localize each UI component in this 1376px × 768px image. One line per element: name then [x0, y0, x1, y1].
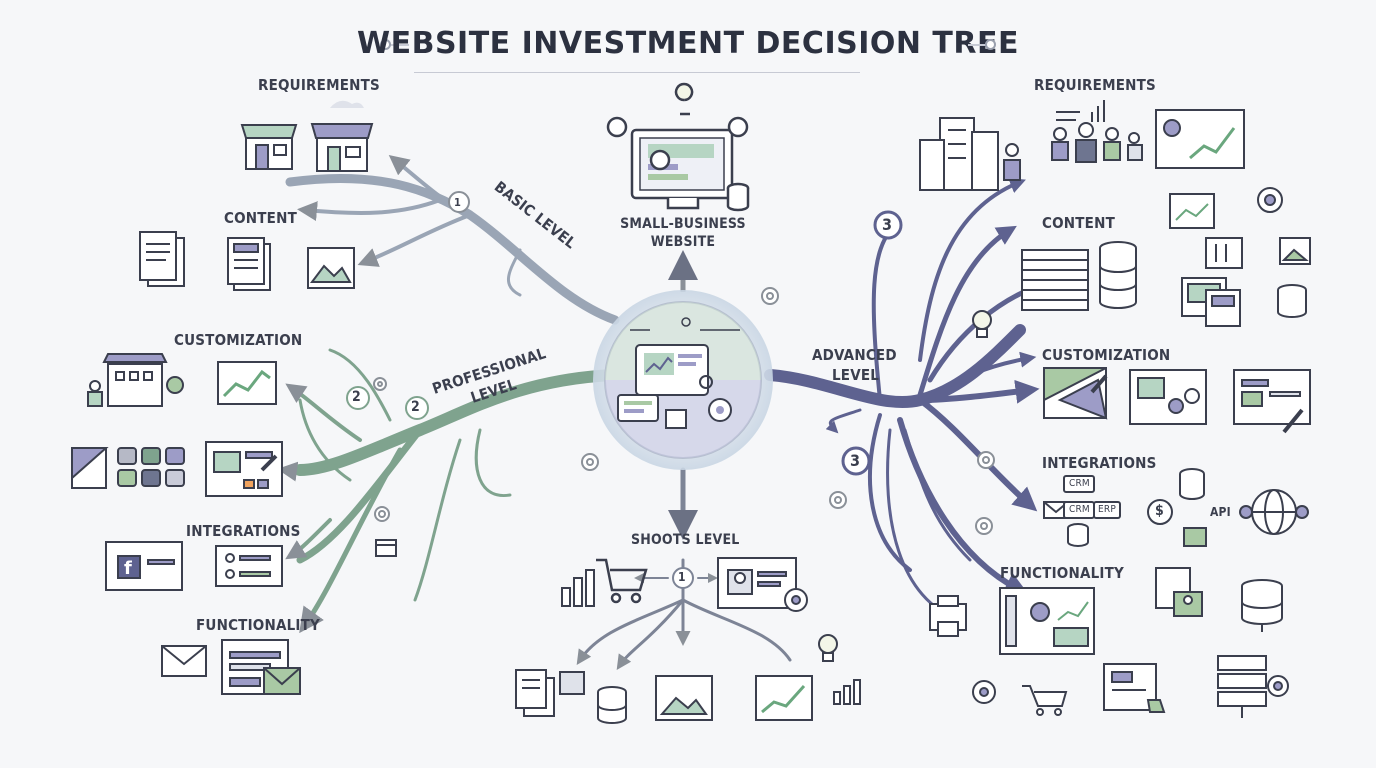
- lightbulb-icon: [972, 310, 992, 338]
- building-icon: [919, 117, 1021, 191]
- analytics-dashboard-icon: [999, 587, 1095, 655]
- advanced-level-badge-a: [873, 210, 903, 240]
- crm-tag-1: CRM: [1069, 478, 1090, 489]
- left-customization-label: CUSTOMIZATION: [174, 331, 303, 349]
- shoots-level-badge: [672, 567, 694, 589]
- title-ornament-right-line: [968, 44, 986, 46]
- basic-level-badge: [448, 191, 470, 213]
- building-icon: [87, 353, 184, 407]
- left-integrations-label: INTEGRATIONS: [186, 522, 301, 540]
- printer-icon: [929, 595, 967, 637]
- shoots-level-label: SHOOTS LEVEL: [631, 532, 740, 548]
- workflow-icon: [1169, 187, 1311, 327]
- layout-editor-icon: [1233, 369, 1311, 434]
- title-ornament-left-line: [391, 44, 409, 46]
- image-icon: [655, 675, 713, 721]
- advanced-level-number-a: 3: [882, 215, 893, 234]
- left-content-label: CONTENT: [224, 209, 297, 227]
- lightbulb-icon: [818, 634, 838, 662]
- storefront-icon: [240, 124, 298, 170]
- document-stack-icon: [227, 237, 271, 291]
- title-underline: [414, 72, 860, 73]
- growth-chart-icon: [755, 675, 861, 721]
- right-content-label: CONTENT: [1042, 214, 1115, 232]
- api-tag: API: [1210, 505, 1231, 519]
- right-customization-label: CUSTOMIZATION: [1042, 346, 1171, 364]
- database-icon: [597, 686, 627, 724]
- crm-tag-2: CRM: [1069, 504, 1090, 515]
- advanced-level-label-line1: ADVANCED: [812, 346, 897, 364]
- shopping-cart-icon: [1022, 685, 1068, 716]
- title-ornament-right-dot: [985, 39, 996, 50]
- document-stack-icon: [515, 669, 585, 717]
- professional-level-branch: [277, 348, 618, 634]
- advanced-level-branch: [764, 178, 1048, 622]
- shopping-cart-icon: [596, 558, 648, 604]
- color-swatch-icon: [71, 447, 185, 489]
- database-icon: [1099, 241, 1137, 309]
- design-tools-icon: [1043, 367, 1108, 420]
- dollar-tag: $: [1155, 503, 1164, 519]
- professional-level-number-a: 2: [352, 389, 361, 405]
- calendar-icon: [375, 539, 397, 557]
- right-functionality-label: FUNCTIONALITY: [1000, 564, 1124, 582]
- storefront-icon: [310, 100, 374, 172]
- report-icon: [1103, 663, 1166, 713]
- small-business-label-line1: SMALL-BUSINESS: [620, 216, 746, 232]
- profile-doc-icon: [1155, 567, 1203, 617]
- professional-level-number-b: 2: [411, 399, 420, 415]
- gear-icon: [972, 680, 996, 704]
- title-ornament-left-dot: [380, 39, 391, 50]
- integrations-network: [1043, 468, 1309, 547]
- right-requirements-label: REQUIREMENTS: [1034, 76, 1156, 94]
- advanced-level-label-line2: LEVEL: [832, 366, 880, 384]
- shoots-level-branch: [576, 467, 792, 670]
- form-icon: [221, 639, 301, 695]
- database-icon: [1241, 579, 1283, 632]
- image-icon: [307, 247, 355, 289]
- professional-level-badge-a: [346, 386, 370, 410]
- small-business-label-line2: WEBSITE: [650, 234, 716, 250]
- document-stack-icon: [1021, 249, 1089, 311]
- server-icon: [1217, 655, 1289, 718]
- profile-window-icon: [717, 557, 808, 612]
- left-functionality-label: FUNCTIONALITY: [196, 616, 320, 634]
- team-icon: [1051, 122, 1143, 163]
- dashboard-icon: [1129, 369, 1207, 425]
- erp-tag: ERP: [1098, 504, 1116, 515]
- facebook-icon: f: [105, 541, 183, 591]
- shoots-level-number: 1: [678, 570, 686, 584]
- advanced-level-number-b: 3: [850, 451, 861, 470]
- layout-editor-icon: [205, 441, 283, 497]
- page-title: WEBSITE INVESTMENT DECISION TREE: [357, 26, 1019, 61]
- growth-chart-icon: [217, 361, 277, 405]
- growth-chart-icon: [1155, 109, 1245, 169]
- left-requirements-label: REQUIREMENTS: [258, 76, 380, 94]
- contact-card-icon: [215, 545, 283, 587]
- svg-text:f: f: [124, 558, 132, 579]
- basic-level-number: 1: [454, 196, 462, 209]
- data-list-icon: [1056, 100, 1105, 122]
- envelope-icon: [161, 645, 207, 677]
- professional-level-badge-b: [405, 396, 429, 420]
- center-hub: [593, 290, 773, 470]
- right-integrations-label: INTEGRATIONS: [1042, 454, 1157, 472]
- growth-chart-icon: [561, 569, 595, 607]
- small-business-monitor-illustration: [606, 82, 750, 212]
- gear-icon: [373, 287, 995, 535]
- document-stack-icon: [139, 231, 185, 287]
- advanced-level-badge-b: [841, 446, 871, 476]
